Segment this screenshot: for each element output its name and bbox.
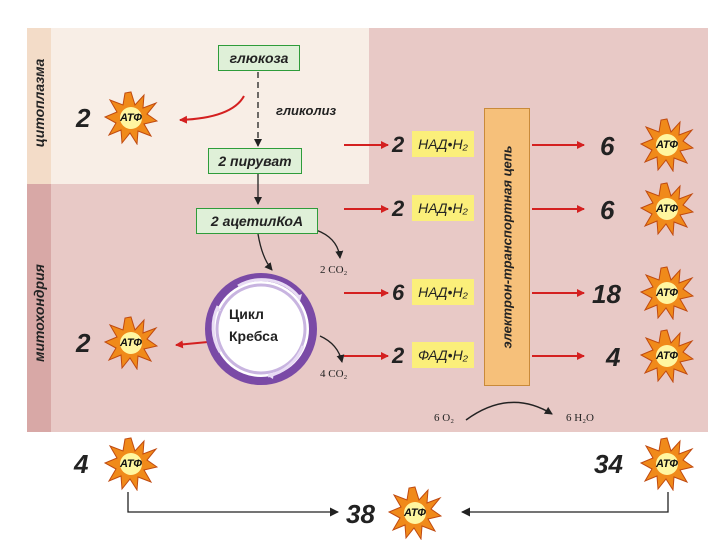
carrier-count-4: 2 <box>392 343 405 368</box>
atp-star-label: АТФ <box>656 203 678 215</box>
oxygen-label: 6 O₂ <box>434 412 455 424</box>
carrier-label-1: НАД•Н₂ <box>412 131 474 157</box>
water-label: 6 H₂O <box>566 412 594 424</box>
atp-star-icon: АТФ <box>640 182 694 236</box>
glycolysis-atp-count: 2 <box>76 103 91 133</box>
krebs-label-line2: Кребса <box>229 328 278 344</box>
total-left-line <box>127 492 339 517</box>
atp-star-icon: АТФ <box>640 329 694 383</box>
acetyl-to-krebs-arrow <box>257 233 273 271</box>
carrier-label-2: НАД•Н₂ <box>412 195 474 221</box>
atp-star-icon: АТФ <box>640 118 694 172</box>
cytoplasm-band <box>27 28 51 184</box>
acetyl-coa-box: 2 ацетилКоА <box>196 208 318 234</box>
carrier-count-1: 2 <box>392 132 405 157</box>
etc-label: электрон-транспортная цепь <box>499 145 515 349</box>
co2-top-label: 2 CO₂ <box>320 264 348 276</box>
glycolysis-atp-arrow <box>179 95 245 124</box>
glycolysis-label: гликолиз <box>276 103 337 118</box>
atp-star-label: АТФ <box>656 458 678 470</box>
carrier-count-2: 2 <box>392 196 405 221</box>
atp-star-icon: АТФ <box>104 316 158 370</box>
krebs-atp-arrow <box>175 340 209 349</box>
atp-star-icon: АТФ <box>640 437 694 491</box>
krebs-label-line1: Цикл <box>229 306 264 322</box>
carrier-count-3: 6 <box>392 280 405 305</box>
co2-bottom-label: 4 CO₂ <box>320 368 348 380</box>
atp-star-icon: АТФ <box>104 91 158 145</box>
atp-output-count-4: 4 <box>606 342 621 372</box>
carrier-label-4: ФАД•Н₂ <box>412 342 474 368</box>
atp-star-label: АТФ <box>656 139 678 151</box>
total-sum-count: 38 <box>346 499 375 529</box>
total-right-count: 34 <box>594 449 623 479</box>
oxygen-water-arrow <box>465 401 553 421</box>
krebs-atp-count: 2 <box>76 328 91 358</box>
atp-star-label: АТФ <box>120 458 142 470</box>
atp-star-label: АТФ <box>656 350 678 362</box>
atp-output-count-1: 6 <box>600 131 615 161</box>
total-left-count: 4 <box>74 449 89 479</box>
atp-star-icon: АТФ <box>104 437 158 491</box>
atp-star-label: АТФ <box>656 287 678 299</box>
atp-star-icon: АТФ <box>640 266 694 320</box>
pyruvate-box: 2 пируват <box>208 148 302 174</box>
atp-star-icon: АТФ <box>388 486 442 540</box>
glucose-box: глюкоза <box>218 45 300 71</box>
atp-output-count-3: 18 <box>592 279 621 309</box>
atp-star-label: АТФ <box>120 337 142 349</box>
total-right-line <box>461 492 669 517</box>
co2-top-arrow <box>315 229 344 259</box>
co2-bottom-arrow <box>319 335 345 363</box>
mitochondria-band <box>27 184 51 432</box>
carrier-label-3: НАД•Н₂ <box>412 279 474 305</box>
atp-star-label: АТФ <box>120 112 142 124</box>
krebs-cycle-ring <box>205 273 317 385</box>
electron-transport-chain <box>484 108 530 386</box>
atp-star-label: АТФ <box>404 507 426 519</box>
atp-output-count-2: 6 <box>600 195 615 225</box>
